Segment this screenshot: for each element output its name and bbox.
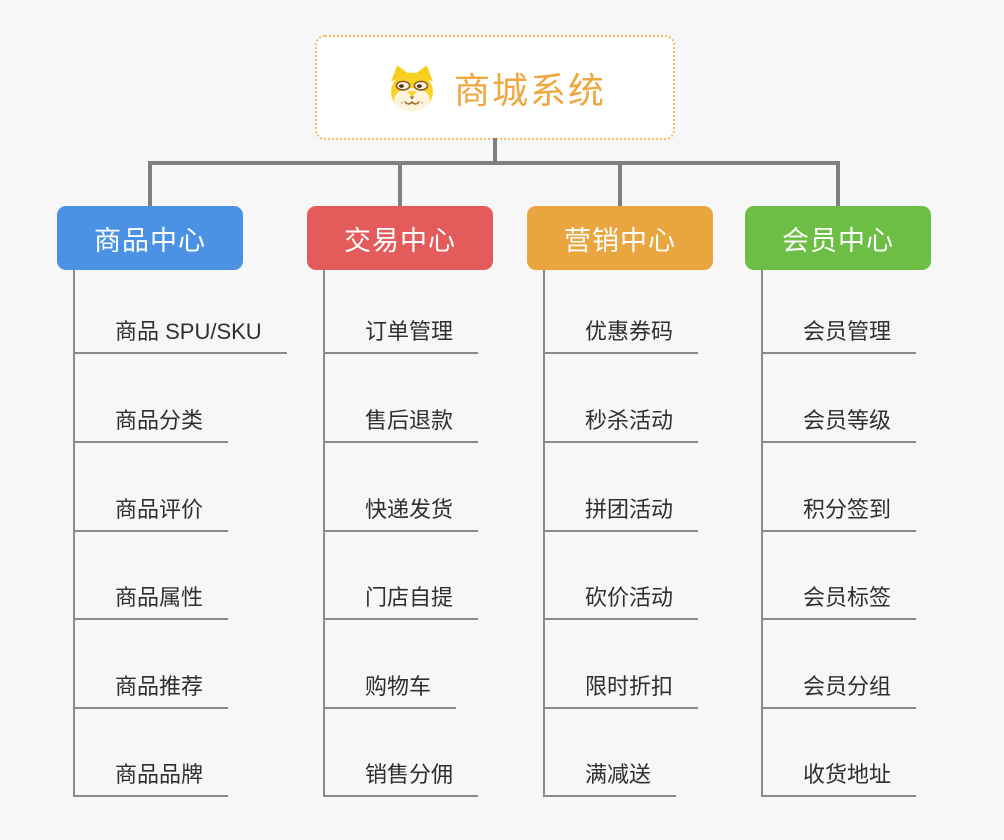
root-title: 商城系统 bbox=[453, 69, 606, 111]
leaf-item[interactable]: 商品属性 bbox=[75, 532, 229, 621]
branch-children-product: 商品 SPU/SKU 商品分类 商品评价 商品属性 商品推荐 商品品牌 bbox=[73, 270, 287, 798]
branch-children-trade: 订单管理 售后退款 快递发货 门店自提 购物车 销售分佣 bbox=[323, 270, 493, 798]
connector-drop-trade bbox=[398, 163, 402, 206]
leaf-item[interactable]: 会员分组 bbox=[763, 620, 917, 709]
leaf-item[interactable]: 商品评价 bbox=[75, 443, 229, 532]
branch-node-marketing-center[interactable]: 营销中心 bbox=[527, 206, 713, 270]
leaf-item[interactable]: 秒杀活动 bbox=[545, 354, 699, 443]
leaf-item[interactable]: 积分签到 bbox=[763, 443, 917, 532]
leaf-item[interactable]: 会员标签 bbox=[763, 532, 917, 621]
leaf-item[interactable]: 商品品牌 bbox=[75, 709, 229, 798]
branch-product-center: 商品中心 商品 SPU/SKU 商品分类 商品评价 商品属性 商品推荐 商品品牌 bbox=[57, 206, 287, 798]
branch-marketing-center: 营销中心 优惠券码 秒杀活动 拼团活动 砍价活动 限时折扣 满减送 bbox=[527, 206, 713, 798]
leaf-item[interactable]: 砍价活动 bbox=[545, 532, 699, 621]
leaf-item[interactable]: 商品 SPU/SKU bbox=[75, 270, 287, 355]
branch-children-marketing: 优惠券码 秒杀活动 拼团活动 砍价活动 限时折扣 满减送 bbox=[543, 270, 713, 798]
leaf-item[interactable]: 满减送 bbox=[545, 709, 677, 798]
leaf-item[interactable]: 门店自提 bbox=[325, 532, 479, 621]
connector-drop-product bbox=[148, 163, 152, 206]
leaf-item[interactable]: 购物车 bbox=[325, 620, 457, 709]
leaf-item[interactable]: 拼团活动 bbox=[545, 443, 699, 532]
branch-node-trade-center[interactable]: 交易中心 bbox=[307, 206, 493, 270]
branch-trade-center: 交易中心 订单管理 售后退款 快递发货 门店自提 购物车 销售分佣 bbox=[307, 206, 493, 798]
dog-face-icon bbox=[390, 64, 433, 111]
leaf-item[interactable]: 商品推荐 bbox=[75, 620, 229, 709]
leaf-item[interactable]: 快递发货 bbox=[325, 443, 479, 532]
branch-member-center: 会员中心 会员管理 会员等级 积分签到 会员标签 会员分组 收货地址 bbox=[745, 206, 931, 798]
root-node-mall-system[interactable]: 商城系统 bbox=[315, 35, 675, 140]
connector-bus bbox=[148, 161, 840, 165]
branch-node-member-center[interactable]: 会员中心 bbox=[745, 206, 931, 270]
leaf-item[interactable]: 订单管理 bbox=[325, 270, 479, 355]
leaf-item[interactable]: 会员管理 bbox=[763, 270, 917, 355]
leaf-item[interactable]: 商品分类 bbox=[75, 354, 229, 443]
leaf-item[interactable]: 限时折扣 bbox=[545, 620, 699, 709]
connector-root-stem bbox=[493, 138, 497, 165]
leaf-item[interactable]: 销售分佣 bbox=[325, 709, 479, 798]
branch-children-member: 会员管理 会员等级 积分签到 会员标签 会员分组 收货地址 bbox=[761, 270, 931, 798]
leaf-item[interactable]: 售后退款 bbox=[325, 354, 479, 443]
branch-node-product-center[interactable]: 商品中心 bbox=[57, 206, 243, 270]
connector-drop-member bbox=[836, 163, 840, 206]
leaf-item[interactable]: 优惠券码 bbox=[545, 270, 699, 355]
leaf-item[interactable]: 会员等级 bbox=[763, 354, 917, 443]
connector-drop-marketing bbox=[618, 163, 622, 206]
leaf-item[interactable]: 收货地址 bbox=[763, 709, 917, 798]
